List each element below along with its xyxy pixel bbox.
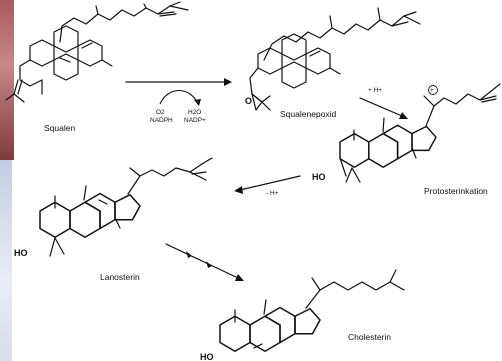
atom-cholesterol-ho: HO [200,352,214,361]
label-lanosterol: Lanosterin [100,272,140,282]
atom-lanosterol-ho: HO [14,248,28,258]
protosterol-cation-structure [339,83,501,183]
arrow-deprotonation [234,175,301,194]
cation-charge: + [430,87,434,94]
label-cholesterol: Cholesterin [348,332,391,342]
cation-charge-circle [428,85,438,95]
atom-epoxide-oxygen: O [245,96,252,106]
arrow-multistep [165,243,244,281]
reagent-minus-h: - H+ [266,190,279,197]
reagent-nadp: NADP+ [184,117,206,124]
background-strip-bottom [0,160,12,361]
atom-protosterol-ho: HO [312,172,326,182]
reagent-h2o: H2O [188,109,201,116]
arrow-epoxidation [125,78,232,106]
reagent-plus-h: + H+ [368,87,382,94]
arrow-cyclization [359,97,408,119]
reagent-o2: O2 [156,109,165,116]
label-protosterol-cation: Protosterinkation [424,186,488,196]
reagent-nadph: NADPH [150,117,173,124]
cholesterol-structure [219,269,405,352]
label-squalene-epoxide: Squalenepoxid [280,109,337,119]
lanosterol-structure [39,157,213,257]
squalene-structure [5,1,189,103]
squalene-epoxide-structure [249,7,421,111]
background-strip-top [0,0,14,160]
label-squalene: Squalen [44,123,75,133]
